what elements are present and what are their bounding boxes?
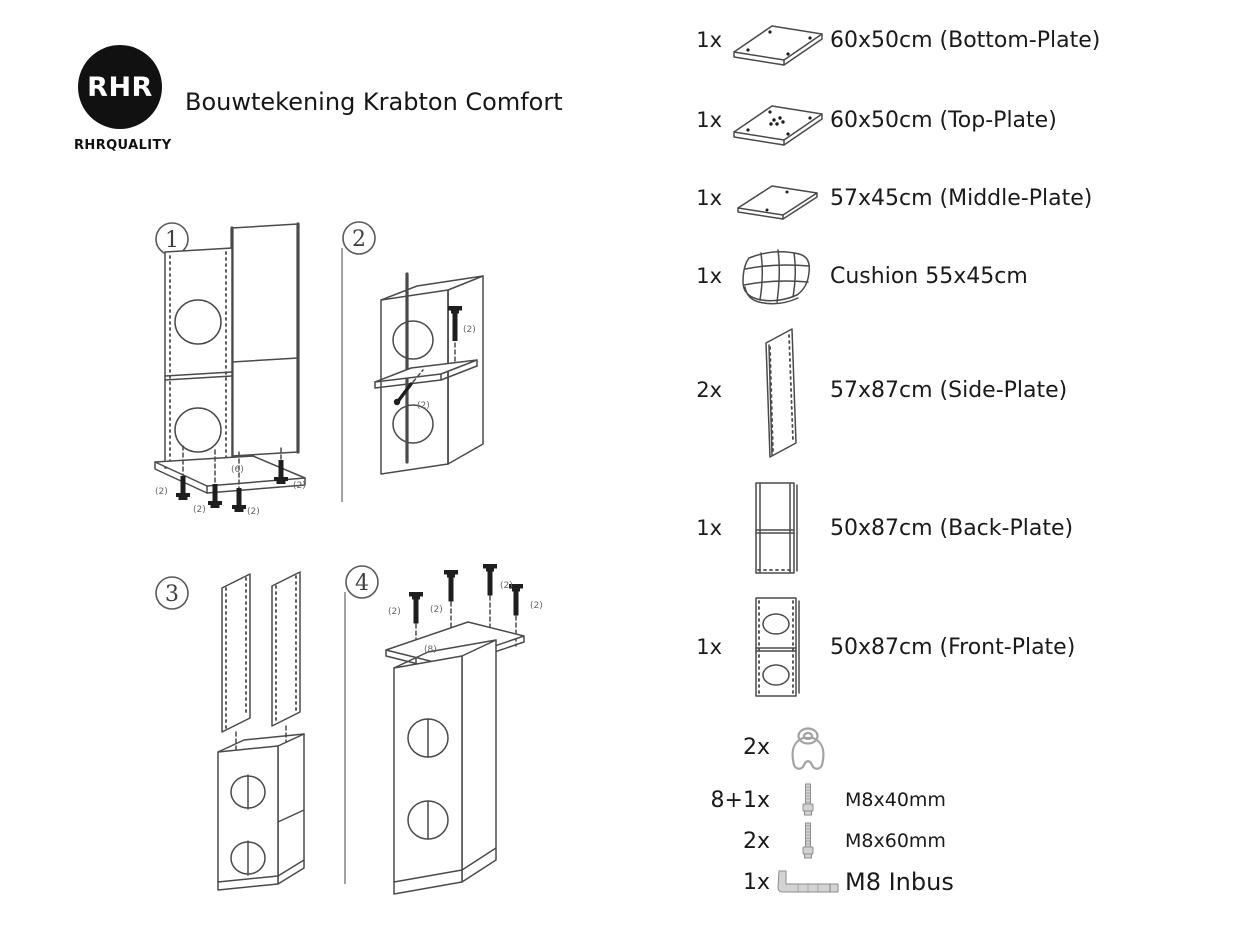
parts-row-cushion: 1x Cushion 55x45cm: [610, 240, 1028, 312]
parts-row-top-plate: 1x 60x50cm (Top-Plate): [610, 88, 1057, 152]
allen-key-icon: [770, 868, 845, 896]
box-side-drawing: [461, 639, 497, 883]
bolt-drawing: [448, 306, 462, 341]
part-label: 57x45cm (Middle-Plate): [830, 185, 1093, 211]
step-2-number: 2: [352, 227, 366, 252]
bolt-qty-label: (2): [500, 581, 513, 591]
logo-subtext: RHRQUALITY: [74, 138, 172, 153]
cushion-icon: [722, 245, 830, 307]
step-4-number: 4: [355, 571, 369, 596]
part-qty: 1x: [696, 516, 722, 540]
box-front-drawing: [380, 289, 449, 475]
bolt-qty-label: (2): [247, 507, 260, 517]
bolt-qty-label: (2): [530, 601, 543, 611]
part-label: 50x87cm (Back-Plate): [830, 515, 1074, 541]
bolt-qty-label: (2): [417, 401, 430, 411]
hardware-row-m8x60: 2x M8x60mm: [610, 820, 946, 862]
part-qty: 2x: [696, 378, 722, 402]
bolt-qty-label: (2): [430, 605, 443, 615]
page-title: Bouwtekening Krabton Comfort: [185, 88, 563, 116]
side-plate-drawing: [221, 573, 251, 733]
parts-row-bottom-plate: 1x 60x50cm (Bottom-Plate): [610, 8, 1100, 72]
hardware-qty: 8+1x: [710, 787, 770, 813]
assembly-step-3-diagram: 3: [155, 571, 305, 891]
assembly-step-4-diagram: 4 (2) (2) (2) (2) (8): [344, 564, 543, 895]
bolt-qty-label: (2): [463, 325, 476, 335]
part-qty: 1x: [696, 108, 722, 132]
base-qty-label: (6): [231, 465, 244, 475]
hardware-qty: 2x: [742, 734, 770, 760]
parts-row-side-plate: 2x 57x87cm (Side-Plate): [610, 322, 1067, 458]
step-1-number: 1: [165, 228, 179, 253]
side-plate-drawing: [271, 571, 301, 727]
step-4-badge: [345, 565, 379, 599]
step-3-badge: [155, 576, 189, 610]
bolt-qty-label: (2): [388, 607, 401, 617]
part-qty: 1x: [696, 264, 722, 288]
box-front-drawing: [393, 655, 463, 895]
top-plate-icon: [722, 94, 830, 146]
box-side-drawing: [277, 733, 305, 885]
back-plate-drawing: [231, 223, 299, 457]
bolt-qty-label: (2): [193, 505, 206, 515]
part-label: 60x50cm (Bottom-Plate): [830, 27, 1101, 53]
bolt-drawing: [176, 460, 288, 512]
parts-row-middle-plate: 1x 57x45cm (Middle-Plate): [610, 166, 1092, 230]
top-qty-label: (8): [424, 645, 437, 655]
bolt-qty-label: (2): [155, 487, 168, 497]
parts-row-front-plate: 1x 50x87cm (Front-Plate): [610, 594, 1075, 700]
middle-plate-icon: [722, 176, 830, 220]
hardware-label: M8x60mm: [845, 830, 946, 852]
part-qty: 1x: [696, 635, 722, 659]
assembly-step-2-diagram: 2 (2) (2): [341, 221, 484, 502]
hardware-label: M8x40mm: [845, 789, 946, 811]
bolt-m8x60-icon: [770, 821, 845, 861]
bolt-drawing: [409, 564, 523, 624]
hardware-qty: 1x: [742, 869, 770, 895]
assembly-step-1-diagram: 1 (2) (2) (2) (2) (6): [154, 222, 306, 517]
corner-bracket-icon: [770, 723, 845, 771]
part-label: 60x50cm (Top-Plate): [830, 107, 1057, 133]
hardware-label: M8 Inbus: [845, 868, 954, 896]
part-label: Cushion 55x45cm: [830, 263, 1028, 289]
hardware-row-bracket: 2x: [610, 722, 845, 772]
bolt-m8x40-icon: [770, 782, 845, 818]
logo-text: RHR: [87, 71, 153, 103]
hardware-qty: 2x: [742, 828, 770, 854]
part-label: 50x87cm (Front-Plate): [830, 634, 1076, 660]
bolt-qty-label: (2): [293, 481, 306, 491]
hardware-row-inbus: 1x M8 Inbus: [610, 858, 954, 906]
parts-row-back-plate: 1x 50x87cm (Back-Plate): [610, 478, 1073, 578]
side-plate-icon: [722, 321, 830, 459]
part-qty: 1x: [696, 186, 722, 210]
front-plate-icon: [722, 593, 830, 701]
hardware-row-m8x40: 8+1x M8x40mm: [610, 780, 946, 820]
step-3-number: 3: [165, 582, 179, 607]
bottom-plate-icon: [722, 14, 830, 66]
part-label: 57x87cm (Side-Plate): [830, 377, 1068, 403]
part-qty: 1x: [696, 28, 722, 52]
screw-drawing: [397, 382, 413, 402]
rhr-logo: RHR: [78, 45, 162, 129]
step-2-badge: [342, 221, 376, 255]
back-plate-icon: [722, 478, 830, 578]
